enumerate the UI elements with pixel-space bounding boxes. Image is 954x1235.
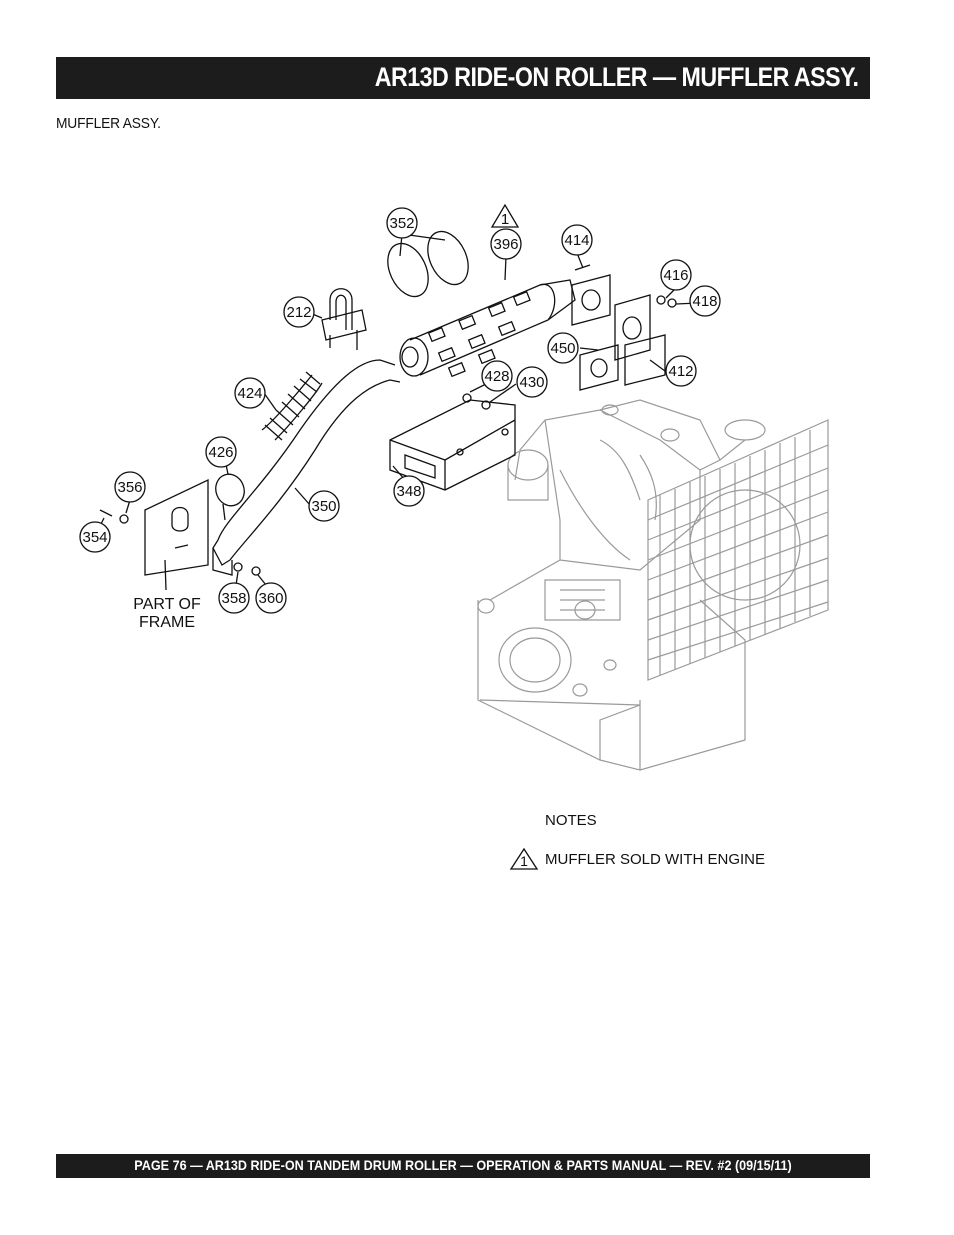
callout-352: 352 [386, 207, 418, 239]
notes-heading: NOTES [545, 812, 597, 829]
svg-text:428: 428 [484, 368, 509, 385]
callout-450: 450 [547, 332, 579, 364]
frame-label-line-2: FRAME [139, 614, 195, 631]
svg-text:416: 416 [663, 267, 688, 284]
callout-418: 418 [689, 285, 721, 317]
page-header: AR13D RIDE-ON ROLLER — MUFFLER ASSY. [56, 57, 870, 99]
svg-text:426: 426 [208, 444, 233, 461]
callout-412: 412 [665, 355, 697, 387]
svg-text:360: 360 [258, 590, 283, 607]
page-footer: PAGE 76 — AR13D RIDE-ON TANDEM DRUM ROLL… [56, 1154, 870, 1178]
svg-text:354: 354 [82, 529, 107, 546]
callout-396: 396 [490, 228, 522, 260]
footer-text: PAGE 76 — AR13D RIDE-ON TANDEM DRUM ROLL… [134, 1157, 792, 1173]
svg-text:350: 350 [311, 498, 336, 515]
section-label: MUFFLER ASSY. [56, 115, 161, 132]
svg-text:396: 396 [493, 236, 518, 253]
svg-text:212: 212 [286, 304, 311, 321]
note-1-marker: 1 [490, 203, 520, 228]
callout-358: 358 [218, 582, 250, 614]
svg-text:358: 358 [221, 590, 246, 607]
callout-424: 424 [234, 377, 266, 409]
svg-text:418: 418 [692, 293, 717, 310]
page-title: AR13D RIDE-ON ROLLER — MUFFLER ASSY. [374, 62, 858, 92]
svg-text:348: 348 [396, 483, 421, 500]
engine-drawing [477, 399, 829, 771]
svg-text:356: 356 [117, 479, 142, 496]
callout-426: 426 [205, 436, 237, 468]
svg-text:424: 424 [237, 385, 262, 402]
svg-text:352: 352 [389, 215, 414, 232]
note-marker-number: 1 [520, 853, 528, 869]
callout-348: 348 [393, 475, 425, 507]
svg-text:414: 414 [564, 232, 589, 249]
svg-text:450: 450 [550, 340, 575, 357]
callout-430: 430 [516, 366, 548, 398]
svg-text:412: 412 [668, 363, 693, 380]
note-item: MUFFLER SOLD WITH ENGINE [545, 851, 766, 868]
frame-label-line-1: PART OF [133, 596, 201, 613]
callout-360: 360 [255, 582, 287, 614]
callout-350: 350 [308, 490, 340, 522]
svg-text:430: 430 [519, 374, 544, 391]
callout-416: 416 [660, 259, 692, 291]
svg-text:1: 1 [501, 211, 509, 228]
callout-356: 356 [114, 471, 146, 503]
note-marker-icon: 1 [509, 847, 539, 870]
callout-354: 354 [79, 521, 111, 553]
callout-428: 428 [481, 360, 513, 392]
muffler-parts-drawing [97, 230, 699, 591]
callout-212: 212 [283, 296, 315, 328]
callout-414: 414 [561, 224, 593, 256]
